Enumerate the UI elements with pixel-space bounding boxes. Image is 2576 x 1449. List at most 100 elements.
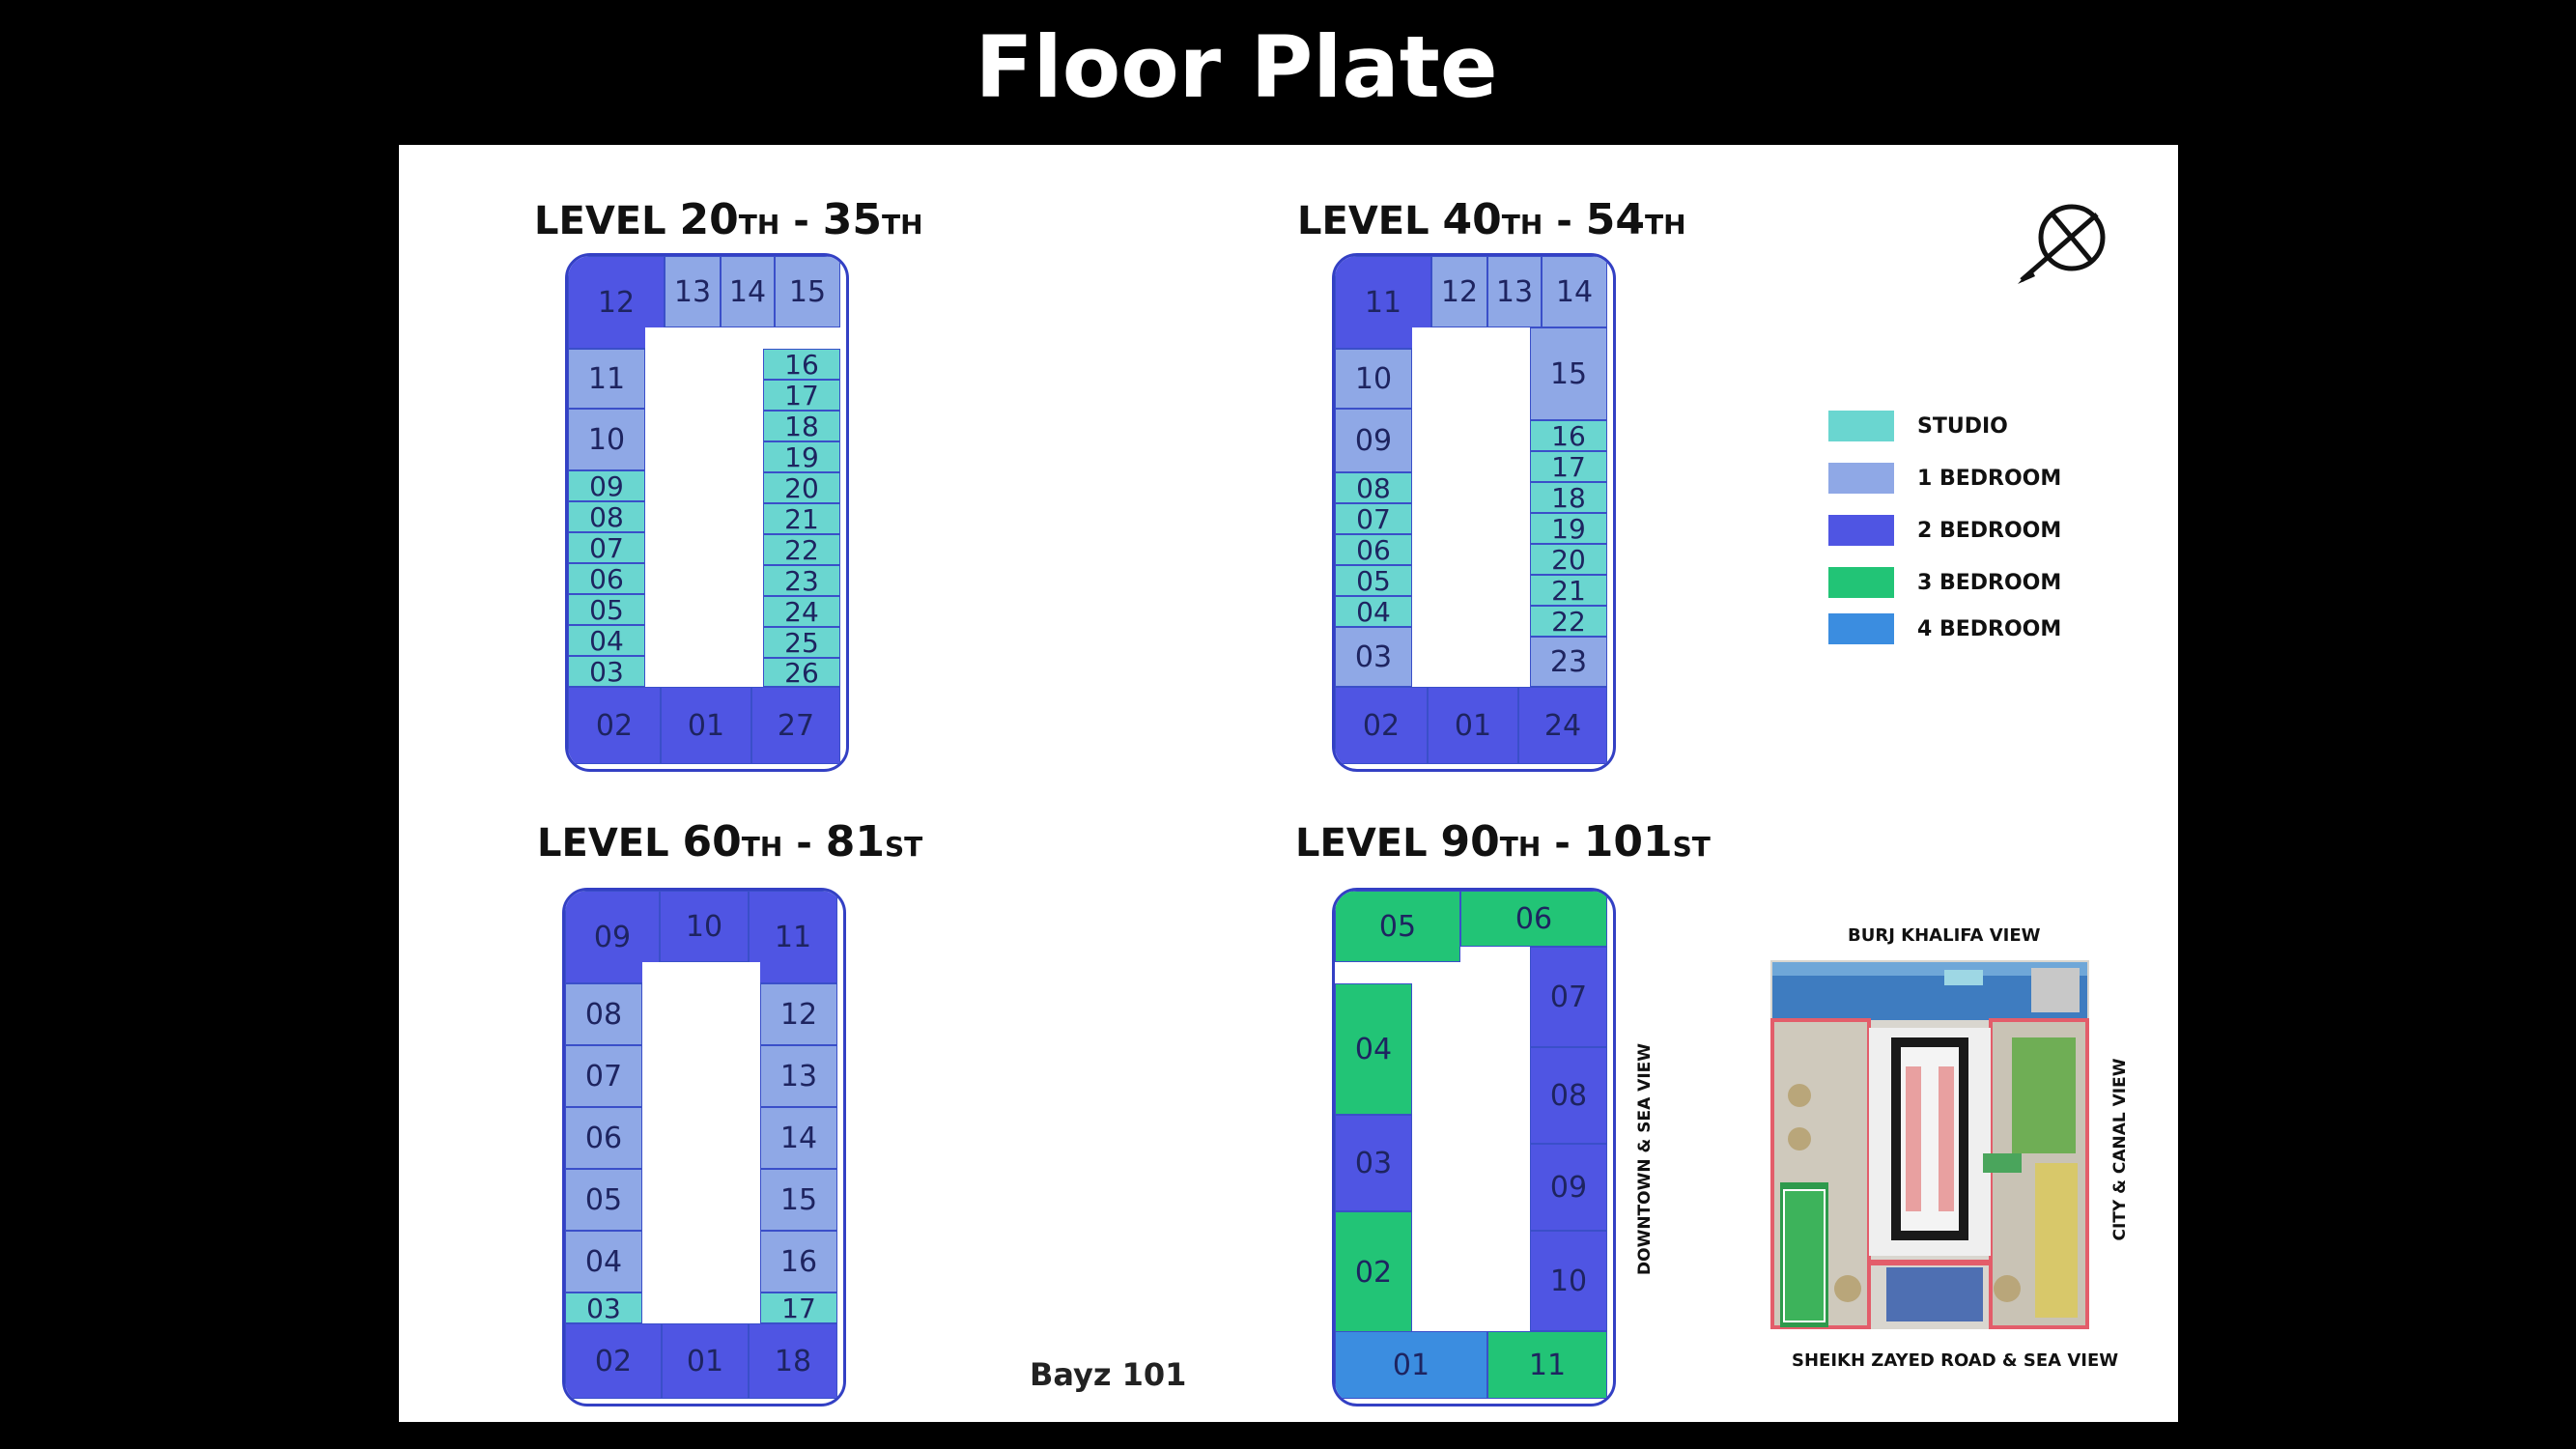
legend-studio: STUDIO bbox=[1828, 411, 2008, 441]
north-arrow-icon bbox=[2018, 204, 2106, 284]
unit-03: 03 bbox=[565, 1293, 642, 1324]
unit-01: 01 bbox=[1428, 687, 1518, 764]
building-core bbox=[645, 327, 763, 687]
unit-13: 13 bbox=[760, 1045, 837, 1107]
page-title: Floor Plate bbox=[975, 17, 1498, 117]
unit-16: 16 bbox=[760, 1231, 837, 1293]
unit-08: 08 bbox=[1335, 472, 1412, 504]
unit-17: 17 bbox=[763, 380, 840, 412]
unit-02: 02 bbox=[1335, 1211, 1412, 1333]
legend-swatch-2-bedroom bbox=[1828, 515, 1894, 546]
unit-11: 11 bbox=[749, 891, 837, 983]
unit-21: 21 bbox=[763, 503, 840, 535]
unit-09: 09 bbox=[1530, 1144, 1607, 1231]
unit-24: 24 bbox=[1518, 687, 1607, 764]
unit-07: 07 bbox=[568, 532, 645, 564]
unit-07: 07 bbox=[1530, 947, 1607, 1047]
brand-label: Bayz 101 bbox=[1030, 1356, 1187, 1393]
view-label-left: DOWNTOWN & SEA VIEW bbox=[1635, 1042, 1655, 1275]
unit-18: 18 bbox=[749, 1323, 837, 1399]
unit-08: 08 bbox=[568, 501, 645, 533]
view-label-top: BURJ KHALIFA VIEW bbox=[1848, 925, 2041, 946]
unit-20: 20 bbox=[763, 472, 840, 504]
unit-18: 18 bbox=[763, 411, 840, 442]
unit-14: 14 bbox=[1542, 256, 1607, 327]
unit-21: 21 bbox=[1530, 575, 1607, 607]
unit-17: 17 bbox=[760, 1293, 837, 1324]
level-title-2: LEVEL 40TH - 54TH bbox=[1297, 195, 1686, 244]
unit-16: 16 bbox=[763, 349, 840, 381]
unit-12: 12 bbox=[1431, 256, 1487, 327]
legend-1-bedroom: 1 BEDROOM bbox=[1828, 463, 2061, 494]
unit-20: 20 bbox=[1530, 544, 1607, 576]
unit-04: 04 bbox=[565, 1231, 642, 1293]
level-title-1: LEVEL 20TH - 35TH bbox=[534, 195, 923, 244]
unit-06: 06 bbox=[1460, 891, 1607, 947]
unit-01: 01 bbox=[661, 687, 751, 764]
unit-23: 23 bbox=[763, 565, 840, 597]
unit-23: 23 bbox=[1530, 637, 1607, 687]
unit-09: 09 bbox=[1335, 409, 1412, 472]
building-core bbox=[1412, 327, 1530, 687]
unit-04: 04 bbox=[568, 625, 645, 657]
unit-10: 10 bbox=[1530, 1231, 1607, 1331]
unit-11: 11 bbox=[568, 349, 645, 409]
legend-swatch-4-bedroom bbox=[1828, 613, 1894, 644]
unit-08: 08 bbox=[1530, 1047, 1607, 1144]
unit-03: 03 bbox=[1335, 627, 1412, 687]
unit-07: 07 bbox=[565, 1045, 642, 1107]
unit-06: 06 bbox=[1335, 534, 1412, 566]
unit-16: 16 bbox=[1530, 420, 1607, 452]
unit-17: 17 bbox=[1530, 451, 1607, 483]
unit-26: 26 bbox=[763, 657, 840, 689]
site-plan-image bbox=[1770, 960, 2089, 1329]
unit-06: 06 bbox=[565, 1107, 642, 1169]
unit-08: 08 bbox=[565, 983, 642, 1045]
unit-13: 13 bbox=[665, 256, 721, 327]
unit-02: 02 bbox=[565, 1323, 662, 1399]
unit-06: 06 bbox=[568, 563, 645, 595]
view-label-right: CITY & CANAL VIEW bbox=[2110, 1058, 2130, 1241]
unit-22: 22 bbox=[763, 534, 840, 566]
unit-04: 04 bbox=[1335, 983, 1412, 1115]
unit-05: 05 bbox=[565, 1169, 642, 1231]
building-core bbox=[642, 962, 760, 1323]
legend-swatch-3-bedroom bbox=[1828, 567, 1894, 598]
legend-3-bedroom: 3 BEDROOM bbox=[1828, 567, 2061, 598]
unit-14: 14 bbox=[760, 1107, 837, 1169]
unit-07: 07 bbox=[1335, 503, 1412, 535]
unit-02: 02 bbox=[568, 687, 661, 764]
unit-11: 11 bbox=[1487, 1331, 1607, 1399]
unit-14: 14 bbox=[721, 256, 775, 327]
unit-24: 24 bbox=[763, 596, 840, 628]
unit-15: 15 bbox=[1530, 327, 1607, 420]
unit-10: 10 bbox=[568, 409, 645, 470]
unit-10: 10 bbox=[1335, 349, 1412, 409]
legend-swatch-studio bbox=[1828, 411, 1894, 441]
unit-03: 03 bbox=[1335, 1115, 1412, 1211]
unit-01: 01 bbox=[1335, 1331, 1487, 1399]
level-title-4: LEVEL 90TH - 101ST bbox=[1295, 817, 1711, 867]
unit-05: 05 bbox=[1335, 565, 1412, 597]
legend-4-bedroom: 4 BEDROOM bbox=[1828, 613, 2061, 644]
unit-01: 01 bbox=[662, 1323, 749, 1399]
unit-22: 22 bbox=[1530, 606, 1607, 638]
unit-02: 02 bbox=[1335, 687, 1428, 764]
building-core bbox=[1412, 962, 1530, 1331]
unit-04: 04 bbox=[1335, 596, 1412, 628]
floor-plate-panel: LEVEL 20TH - 35TH LEVEL 40TH - 54TH LEVE… bbox=[399, 145, 2178, 1422]
unit-12: 12 bbox=[568, 256, 665, 349]
unit-15: 15 bbox=[760, 1169, 837, 1231]
legend-swatch-1-bedroom bbox=[1828, 463, 1894, 494]
level-title-3: LEVEL 60TH - 81ST bbox=[537, 817, 923, 867]
unit-19: 19 bbox=[763, 441, 840, 473]
legend-2-bedroom: 2 BEDROOM bbox=[1828, 515, 2061, 546]
unit-27: 27 bbox=[751, 687, 840, 764]
unit-15: 15 bbox=[775, 256, 840, 327]
unit-13: 13 bbox=[1487, 256, 1542, 327]
unit-03: 03 bbox=[568, 656, 645, 688]
